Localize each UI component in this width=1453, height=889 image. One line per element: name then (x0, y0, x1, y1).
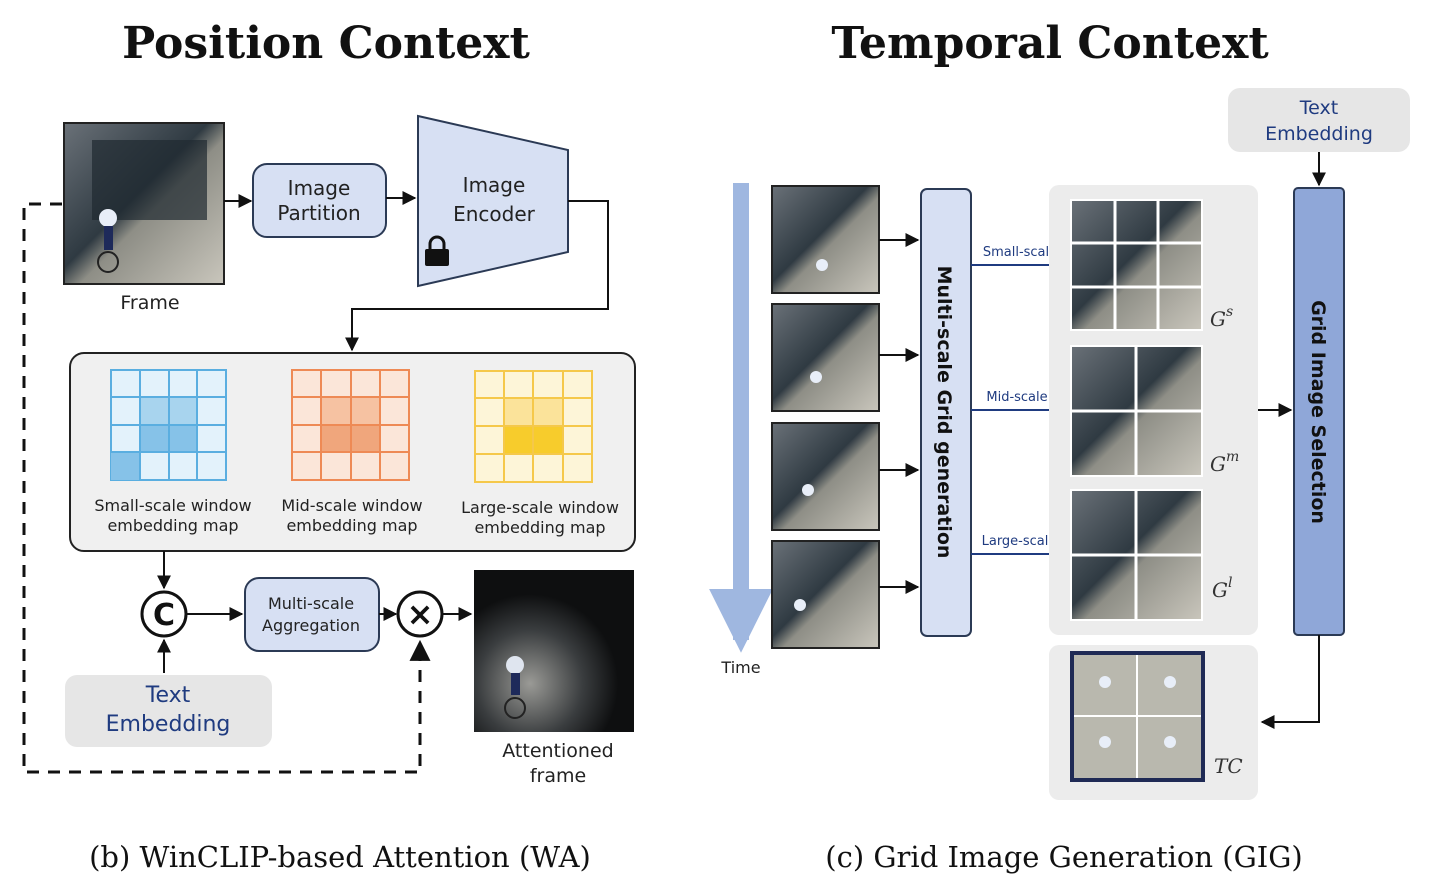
small-scale-map (110, 369, 227, 481)
image-partition-box: Image Partition (252, 163, 387, 238)
tc-grid-image (1070, 651, 1205, 782)
grid-image-selection-box: Grid Image Selection (1293, 187, 1345, 636)
aggregation-label-1: Multi-scale (268, 594, 354, 613)
grid-generation-box: Multi-scale Grid generation (920, 188, 972, 637)
small-scale-map-label-1: Small-scale window (94, 496, 251, 515)
grid-symbol-small: Gs (1210, 304, 1233, 331)
mid-scale-map-label-1: Mid-scale window (281, 496, 422, 515)
frame-label: Frame (120, 292, 179, 314)
aggregation-label-2: Aggregation (262, 616, 360, 635)
grid-symbol-small-base: G (1210, 307, 1226, 331)
mid-scale-map-label-2: embedding map (286, 516, 417, 535)
position-context-title: Position Context (122, 18, 530, 69)
text-embedding-left: Text Embedding (65, 675, 272, 747)
multi-scale-aggregation-box: Multi-scale Aggregation (244, 577, 380, 652)
arrow-selection-tc (1260, 635, 1320, 729)
video-frame-2 (771, 303, 880, 412)
text-embedding-right-label-1: Text (1299, 97, 1338, 119)
grid-selection-label: Grid Image Selection (1307, 300, 1329, 524)
text-embedding-left-label-1: Text (145, 683, 191, 708)
grid-symbol-large: Gl (1212, 575, 1232, 602)
concat-symbol: C (153, 598, 175, 633)
video-frame-4 (771, 540, 880, 649)
large-scale-label: Large-scale (982, 534, 1057, 549)
multiply-operator: × (396, 590, 444, 638)
tc-label: TC (1214, 754, 1243, 778)
large-scale-map-label-1: Large-scale window (461, 498, 619, 517)
large-scale-grid-image (1070, 489, 1203, 621)
caption-gig: (c) Grid Image Generation (GIG) (825, 840, 1302, 874)
large-scale-map-label-2: embedding map (474, 518, 605, 537)
image-partition-label-1: Image (288, 176, 351, 200)
large-scale-map (474, 370, 593, 483)
text-embedding-right: Text Embedding (1228, 88, 1410, 152)
caption-wa: (b) WinCLIP-based Attention (WA) (89, 840, 591, 874)
temporal-context-title: Temporal Context (831, 18, 1269, 69)
grid-symbol-mid-base: G (1210, 452, 1226, 476)
small-scale-map-label-2: embedding map (107, 516, 238, 535)
mid-scale-label: Mid-scale (986, 390, 1047, 405)
small-scale-label: Small-scale (983, 245, 1057, 260)
lock-icon (425, 235, 449, 266)
dashed-skip-connection (22, 202, 431, 774)
frame-image (63, 122, 225, 285)
multiply-symbol: × (407, 595, 434, 633)
concat-operator: C (140, 590, 188, 638)
grid-symbol-mid-sup: m (1226, 449, 1239, 465)
image-encoder-label-1: Image (463, 173, 526, 197)
grid-symbol-large-base: G (1212, 578, 1228, 602)
small-scale-grid-image (1070, 199, 1203, 331)
video-frame-3 (771, 422, 880, 531)
grid-symbol-mid: Gm (1210, 449, 1239, 476)
image-partition-label-2: Partition (277, 201, 360, 225)
attentioned-frame-label-2: frame (530, 765, 586, 787)
text-embedding-right-label-2: Embedding (1265, 123, 1373, 145)
attentioned-frame-image (474, 570, 634, 732)
time-label: Time (720, 658, 760, 677)
video-frame-1 (771, 185, 880, 294)
attentioned-frame-label-1: Attentioned (502, 740, 613, 762)
mid-scale-map (291, 369, 410, 481)
arrow-encoder-maps (345, 200, 609, 352)
grid-generation-label: Multi-scale Grid generation (933, 266, 955, 559)
image-encoder-label-2: Encoder (453, 202, 536, 226)
grid-symbol-small-sup: s (1226, 304, 1233, 320)
text-embedding-left-label-2: Embedding (106, 712, 231, 737)
image-encoder: Image Encoder (417, 114, 569, 288)
grid-symbol-large-sup: l (1228, 575, 1232, 591)
mid-scale-grid-image (1070, 345, 1203, 477)
